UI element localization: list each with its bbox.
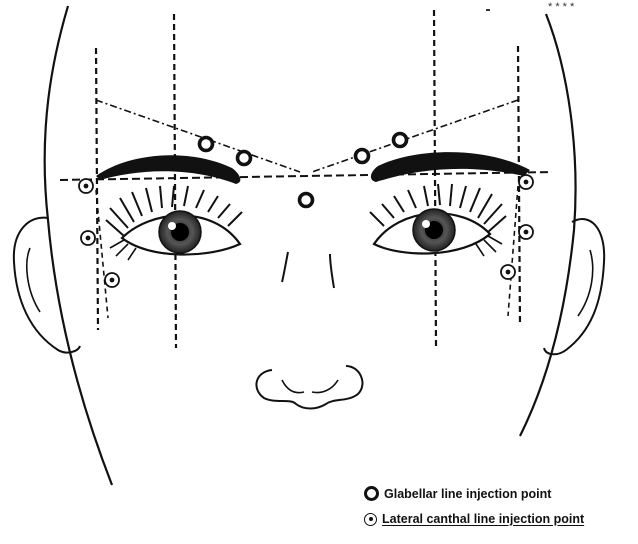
corner-marks: * * * *	[548, 1, 575, 13]
brow-line	[60, 172, 552, 180]
nose-tip	[256, 366, 362, 409]
guide-line-left-inner	[174, 14, 176, 348]
guide-line-right-inner	[434, 10, 436, 346]
glabellar-injection-point	[394, 134, 407, 147]
nose-bridge-right	[330, 254, 334, 288]
legend-lateral-label: Lateral canthal line injection point	[382, 512, 584, 526]
lateral-injection-point	[81, 231, 95, 245]
eyebrow-left	[96, 155, 240, 184]
eye-right	[370, 184, 506, 256]
lateral-injection-point	[519, 225, 533, 239]
lateral-injection-point	[105, 273, 119, 287]
glabellar-injection-point	[300, 194, 313, 207]
guide-line-left-outer	[96, 48, 98, 330]
glabellar-injection-point	[356, 150, 369, 163]
ear-left-inner	[27, 248, 40, 312]
nose-bridge-left	[282, 252, 288, 282]
ear-left	[14, 218, 80, 353]
glabellar-injection-point	[238, 152, 251, 165]
ear-right-inner	[578, 250, 593, 316]
nostril-right	[312, 380, 338, 393]
eyebrow-right	[371, 152, 530, 182]
legend-glabellar-label: Glabellar line injection point	[384, 487, 551, 501]
nostril-left	[282, 380, 304, 393]
legend-lateral: Lateral canthal line injection point	[364, 512, 584, 526]
glabellar-injection-point	[200, 138, 213, 151]
lateral-legend-icon	[364, 513, 377, 526]
lateral-injection-point	[79, 179, 93, 193]
lateral-injection-point	[501, 265, 515, 279]
glabellar-legend-icon	[364, 486, 379, 501]
lateral-injection-point	[519, 175, 533, 189]
lateral-line-right	[508, 186, 518, 316]
legend-glabellar: Glabellar line injection point	[364, 486, 551, 501]
